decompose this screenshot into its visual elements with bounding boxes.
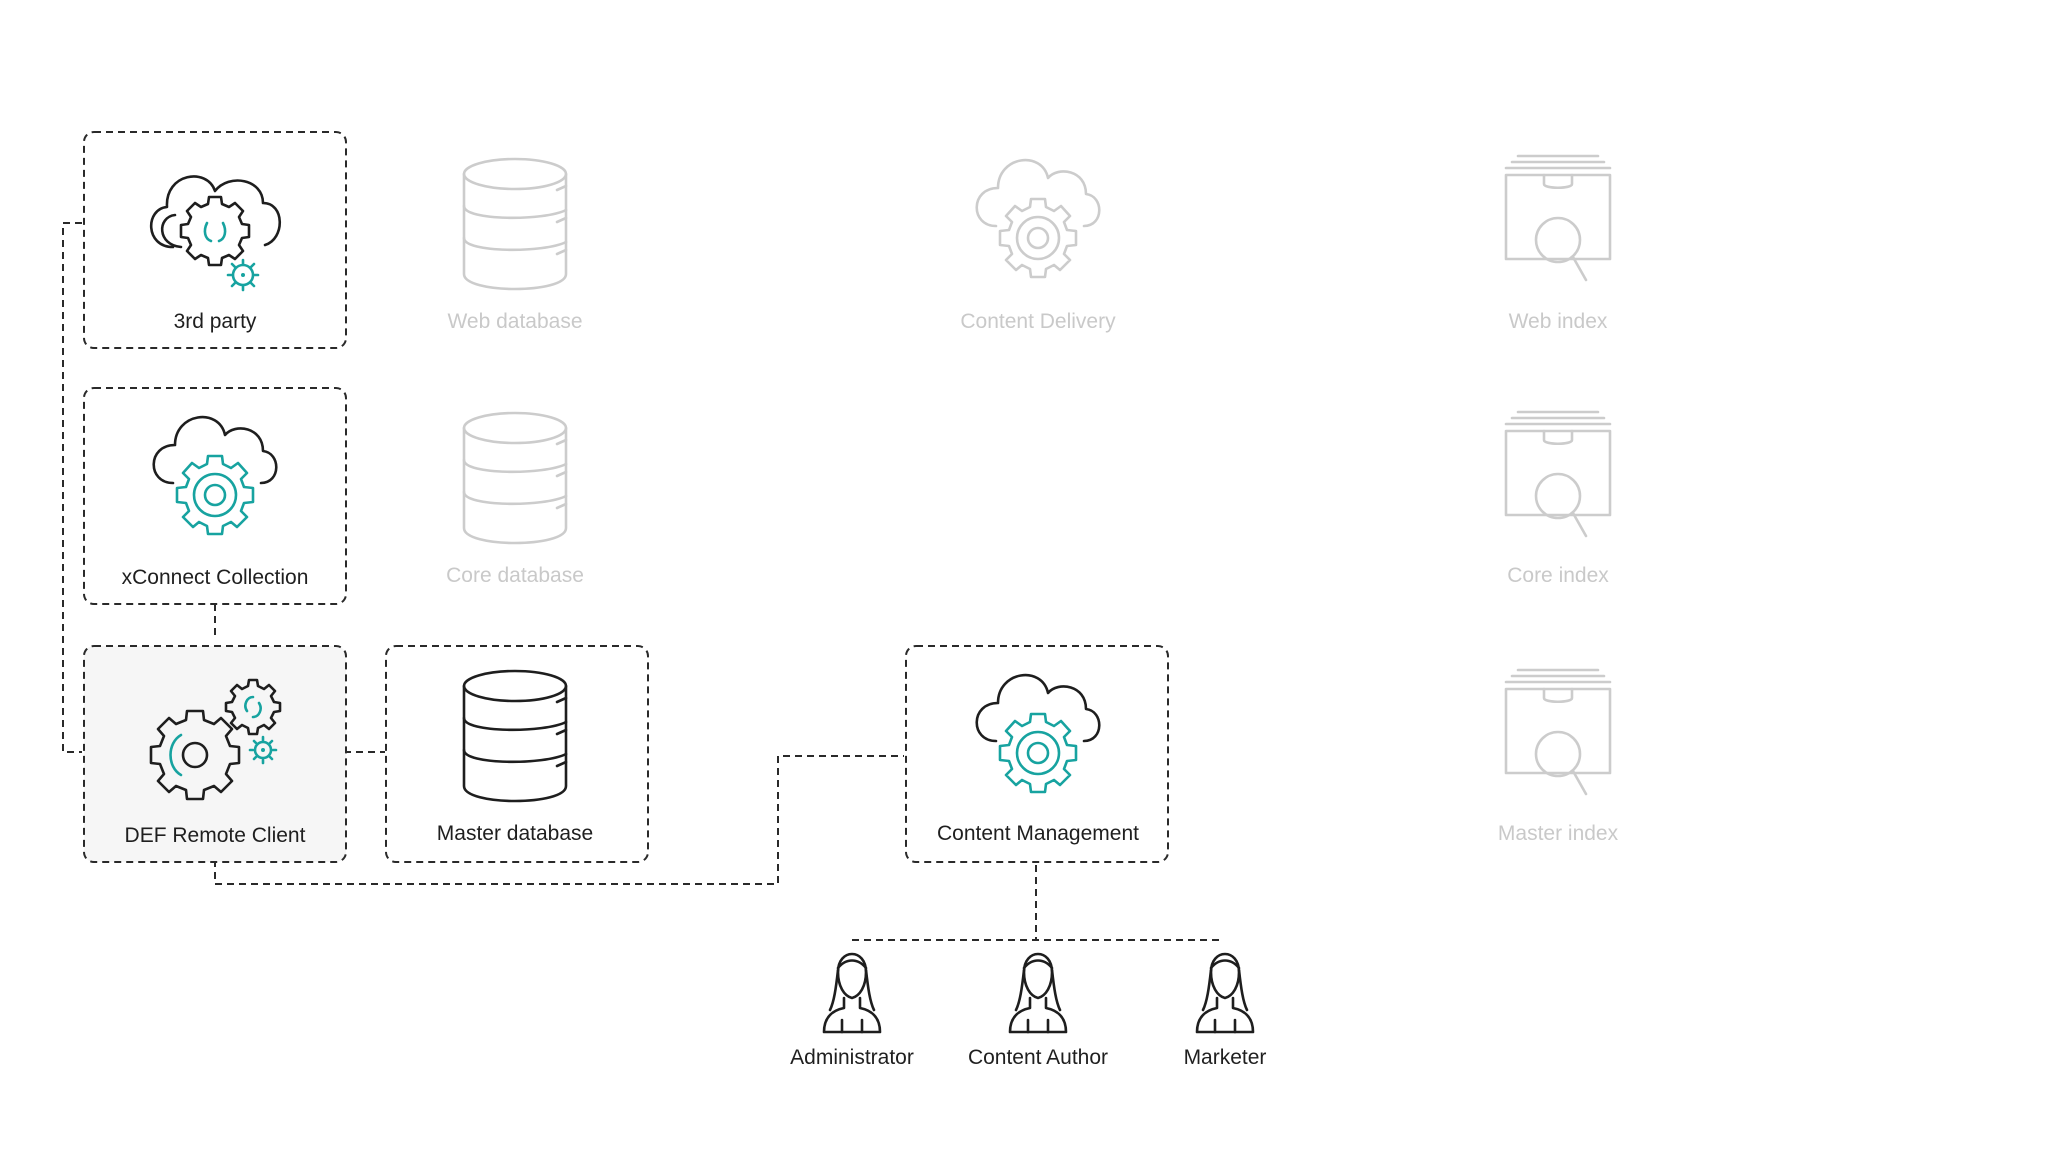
node-content-management[interactable]: Content Management bbox=[905, 645, 1169, 863]
user-label: Administrator bbox=[790, 1046, 914, 1069]
node-core-database: Core database bbox=[446, 411, 584, 587]
connector-def-content-management bbox=[214, 755, 904, 885]
user-marketer[interactable]: Marketer bbox=[1184, 952, 1267, 1069]
node-web-index: Web index bbox=[1504, 154, 1612, 333]
node-master-index: Master index bbox=[1498, 668, 1619, 845]
node-label: Core index bbox=[1507, 564, 1609, 587]
search-index-icon bbox=[1504, 668, 1612, 796]
node-def-remote-client[interactable]: DEF Remote Client bbox=[83, 645, 347, 863]
node-label: DEF Remote Client bbox=[125, 824, 306, 847]
cloud-gear-icon bbox=[975, 673, 1101, 794]
node-web-database: Web database bbox=[447, 157, 583, 333]
node-label: Web index bbox=[1509, 310, 1608, 333]
user-content-author[interactable]: Content Author bbox=[968, 952, 1108, 1069]
database-icon bbox=[462, 669, 568, 803]
search-index-icon bbox=[1504, 154, 1612, 282]
cloud-gear-icon bbox=[152, 415, 278, 536]
node-xconnect-collection[interactable]: xConnect Collection bbox=[83, 387, 347, 605]
node-core-index: Core index bbox=[1504, 410, 1612, 587]
connector-3rdparty-def bbox=[62, 222, 82, 753]
database-icon bbox=[462, 411, 568, 545]
node-label: Core database bbox=[446, 564, 584, 587]
cloud-gear-icon bbox=[975, 158, 1101, 279]
user-icon bbox=[1195, 952, 1255, 1034]
cloud-gears-icon bbox=[149, 175, 281, 292]
database-icon bbox=[462, 157, 568, 291]
user-icon bbox=[822, 952, 882, 1034]
node-content-delivery: Content Delivery bbox=[960, 158, 1116, 333]
node-master-database[interactable]: Master database bbox=[385, 645, 649, 863]
user-icon bbox=[1008, 952, 1068, 1034]
user-label: Marketer bbox=[1184, 1046, 1267, 1069]
node-label: Content Delivery bbox=[960, 310, 1116, 333]
node-label: 3rd party bbox=[174, 310, 257, 333]
node-label: Content Management bbox=[937, 822, 1139, 845]
gears-icon bbox=[149, 678, 282, 801]
node-label: Master database bbox=[437, 822, 593, 845]
user-label: Content Author bbox=[968, 1046, 1108, 1069]
node-label: xConnect Collection bbox=[122, 566, 309, 589]
node-label: Master index bbox=[1498, 822, 1619, 845]
node-3rd-party[interactable]: 3rd party bbox=[83, 131, 347, 349]
node-label: Web database bbox=[447, 310, 582, 333]
user-administrator[interactable]: Administrator bbox=[790, 952, 914, 1069]
search-index-icon bbox=[1504, 410, 1612, 538]
